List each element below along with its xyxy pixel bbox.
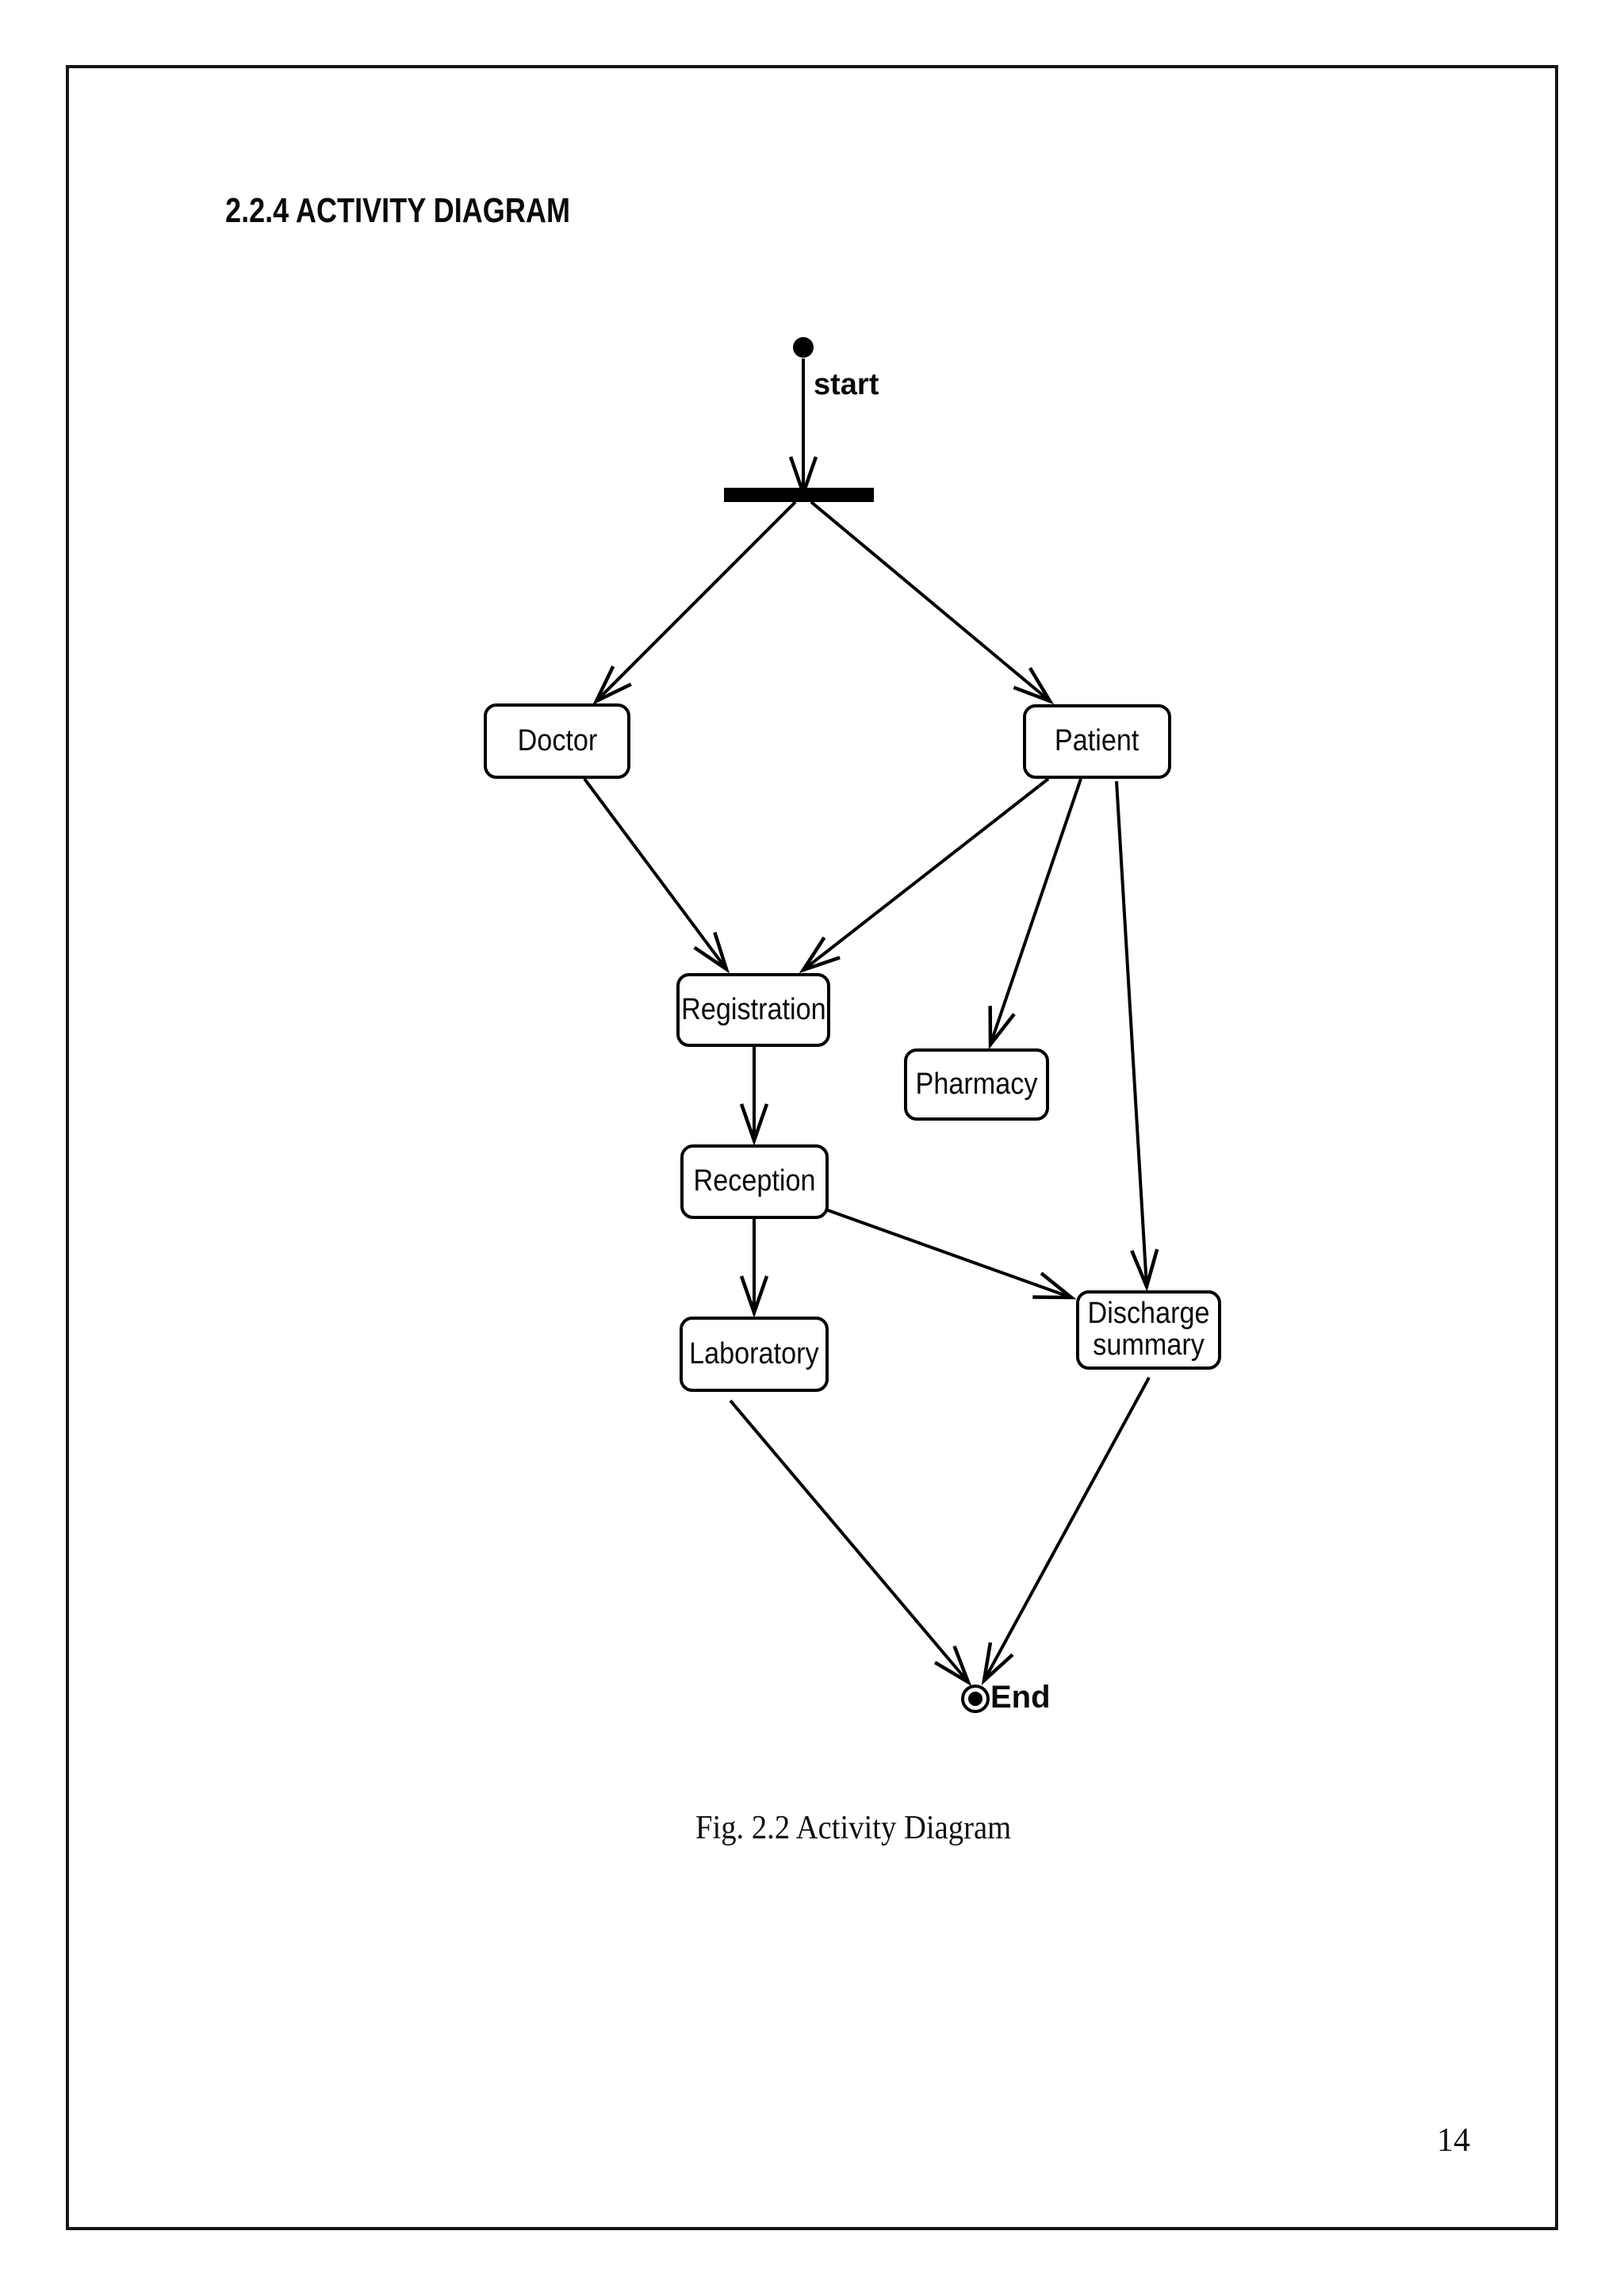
start-node-icon	[793, 337, 814, 358]
page-number: 14	[1437, 2122, 1470, 2159]
activity-node-patient: Patient	[1023, 704, 1171, 779]
edge-patient-discharge	[1115, 780, 1159, 1292]
discharge-summary-line2: summary	[1093, 1328, 1205, 1362]
reception-label: Reception	[693, 1164, 816, 1198]
activity-node-reception: Reception	[680, 1144, 829, 1219]
edge-laboratory-end	[729, 1399, 972, 1687]
activity-node-doctor: Doctor	[484, 703, 630, 779]
registration-label: Registration	[680, 992, 826, 1026]
edge-fork-patient	[810, 500, 1055, 705]
activity-node-registration: Registration	[676, 973, 830, 1047]
edge-patient-registration	[799, 777, 1050, 974]
edge-doctor-registration	[583, 777, 730, 974]
end-node-core-icon	[968, 1692, 982, 1706]
discharge-summary-label: Discharge summary	[1087, 1297, 1210, 1362]
edge-discharge-end	[981, 1377, 1151, 1686]
section-title: 2.2.4 ACTIVITY DIAGRAM	[225, 191, 571, 230]
start-node-label: start	[814, 368, 879, 401]
activity-node-pharmacy: Pharmacy	[904, 1048, 1049, 1121]
activity-node-discharge-summary: Discharge summary	[1076, 1290, 1221, 1370]
laboratory-label: Laboratory	[689, 1336, 819, 1370]
patient-label: Patient	[1055, 724, 1139, 758]
discharge-summary-line1: Discharge	[1087, 1297, 1210, 1331]
pharmacy-label: Pharmacy	[915, 1067, 1038, 1101]
edge-patient-pharmacy	[988, 778, 1082, 1050]
activity-node-laboratory: Laboratory	[680, 1317, 829, 1392]
fork-bar	[724, 488, 874, 502]
doctor-label: Doctor	[517, 723, 597, 757]
edge-fork-doctor	[592, 500, 797, 705]
end-node-label: End	[990, 1680, 1051, 1715]
edge-reception-discharge	[827, 1209, 1077, 1300]
figure-caption: Fig. 2.2 Activity Diagram	[695, 1810, 1012, 1846]
